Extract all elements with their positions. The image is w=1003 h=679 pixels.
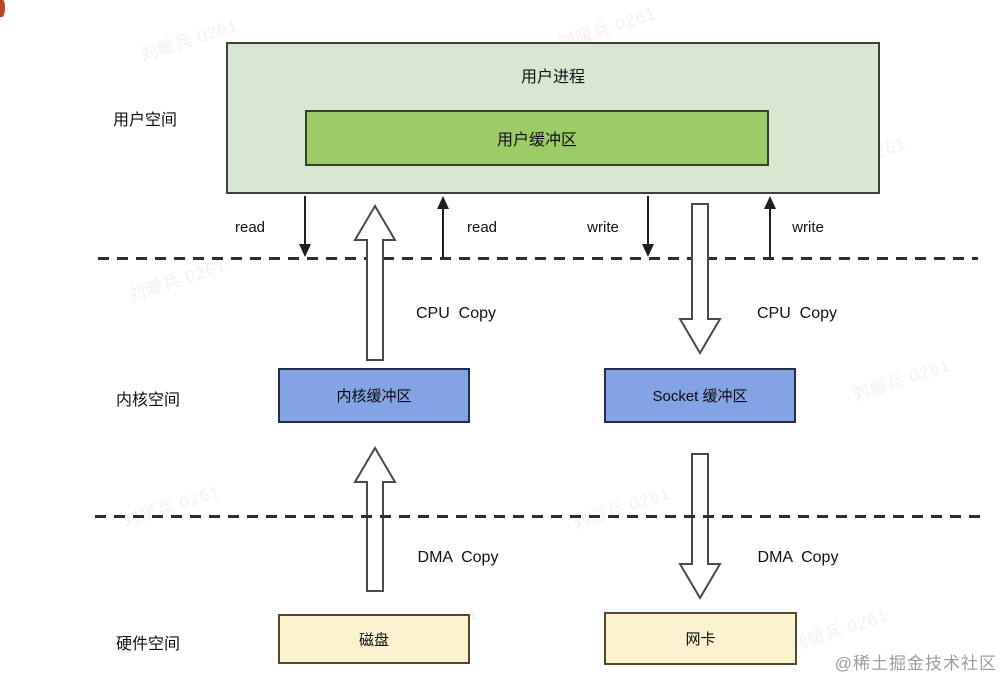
cpu-copy-down-arrow-icon <box>678 203 722 355</box>
box-kernel-buffer-label: 内核缓冲区 <box>336 388 412 405</box>
arrow-read-down-line <box>304 196 306 246</box>
box-socket-buffer-label: Socket 缓冲区 <box>652 388 748 405</box>
arrow-write-down-icon <box>642 244 654 257</box>
box-disk: 磁盘 <box>278 614 470 664</box>
cpu-copy-up-arrow-icon <box>353 204 397 361</box>
arrow-read-down-icon <box>299 244 311 257</box>
box-nic-label: 网卡 <box>685 631 716 648</box>
arrow-write-up-icon <box>764 196 776 209</box>
label-user-space: 用户空间 <box>112 112 177 129</box>
watermark: 刘暖兵 0261 <box>788 605 891 656</box>
label-kernel-space: 内核空间 <box>115 392 180 409</box>
label-dma-copy-left: DMA Copy <box>417 549 499 566</box>
box-user-buffer: 用户缓冲区 <box>305 110 769 166</box>
box-disk-label: 磁盘 <box>358 631 389 649</box>
community-credit: @稀土掘金技术社区 <box>834 654 997 673</box>
label-read-right: read <box>466 219 498 236</box>
label-write-left: write <box>587 219 619 236</box>
label-hardware-space: 硬件空间 <box>115 636 180 653</box>
label-cpu-copy-left: CPU Copy <box>415 305 497 322</box>
boundary-kernel-hardware <box>95 515 980 518</box>
box-user-buffer-label: 用户缓冲区 <box>496 132 577 149</box>
arrow-read-up-line <box>442 208 444 258</box>
watermark: 刘暖兵 0261 <box>120 481 223 532</box>
label-write-right: write <box>792 219 824 236</box>
label-read-left: read <box>234 219 266 236</box>
watermark: 刘暖兵 0261 <box>850 355 953 406</box>
label-dma-copy-right: DMA Copy <box>757 549 839 566</box>
box-kernel-buffer: 内核缓冲区 <box>278 368 470 423</box>
dma-copy-up-arrow-icon <box>353 446 397 592</box>
box-nic: 网卡 <box>604 612 797 665</box>
boundary-user-kernel <box>98 257 978 260</box>
arrow-write-up-line <box>769 208 771 258</box>
red-corner-mark <box>0 0 5 17</box>
label-cpu-copy-right: CPU Copy <box>756 305 838 322</box>
box-socket-buffer: Socket 缓冲区 <box>604 368 796 423</box>
arrow-write-down-line <box>647 196 649 246</box>
arrow-read-up-icon <box>437 196 449 209</box>
watermark: 刘暖兵 0261 <box>570 483 673 534</box>
box-user-process-label: 用户进程 <box>520 69 585 86</box>
dma-copy-down-arrow-icon <box>678 453 722 600</box>
box-user-process: 用户进程 用户缓冲区 <box>226 42 880 194</box>
